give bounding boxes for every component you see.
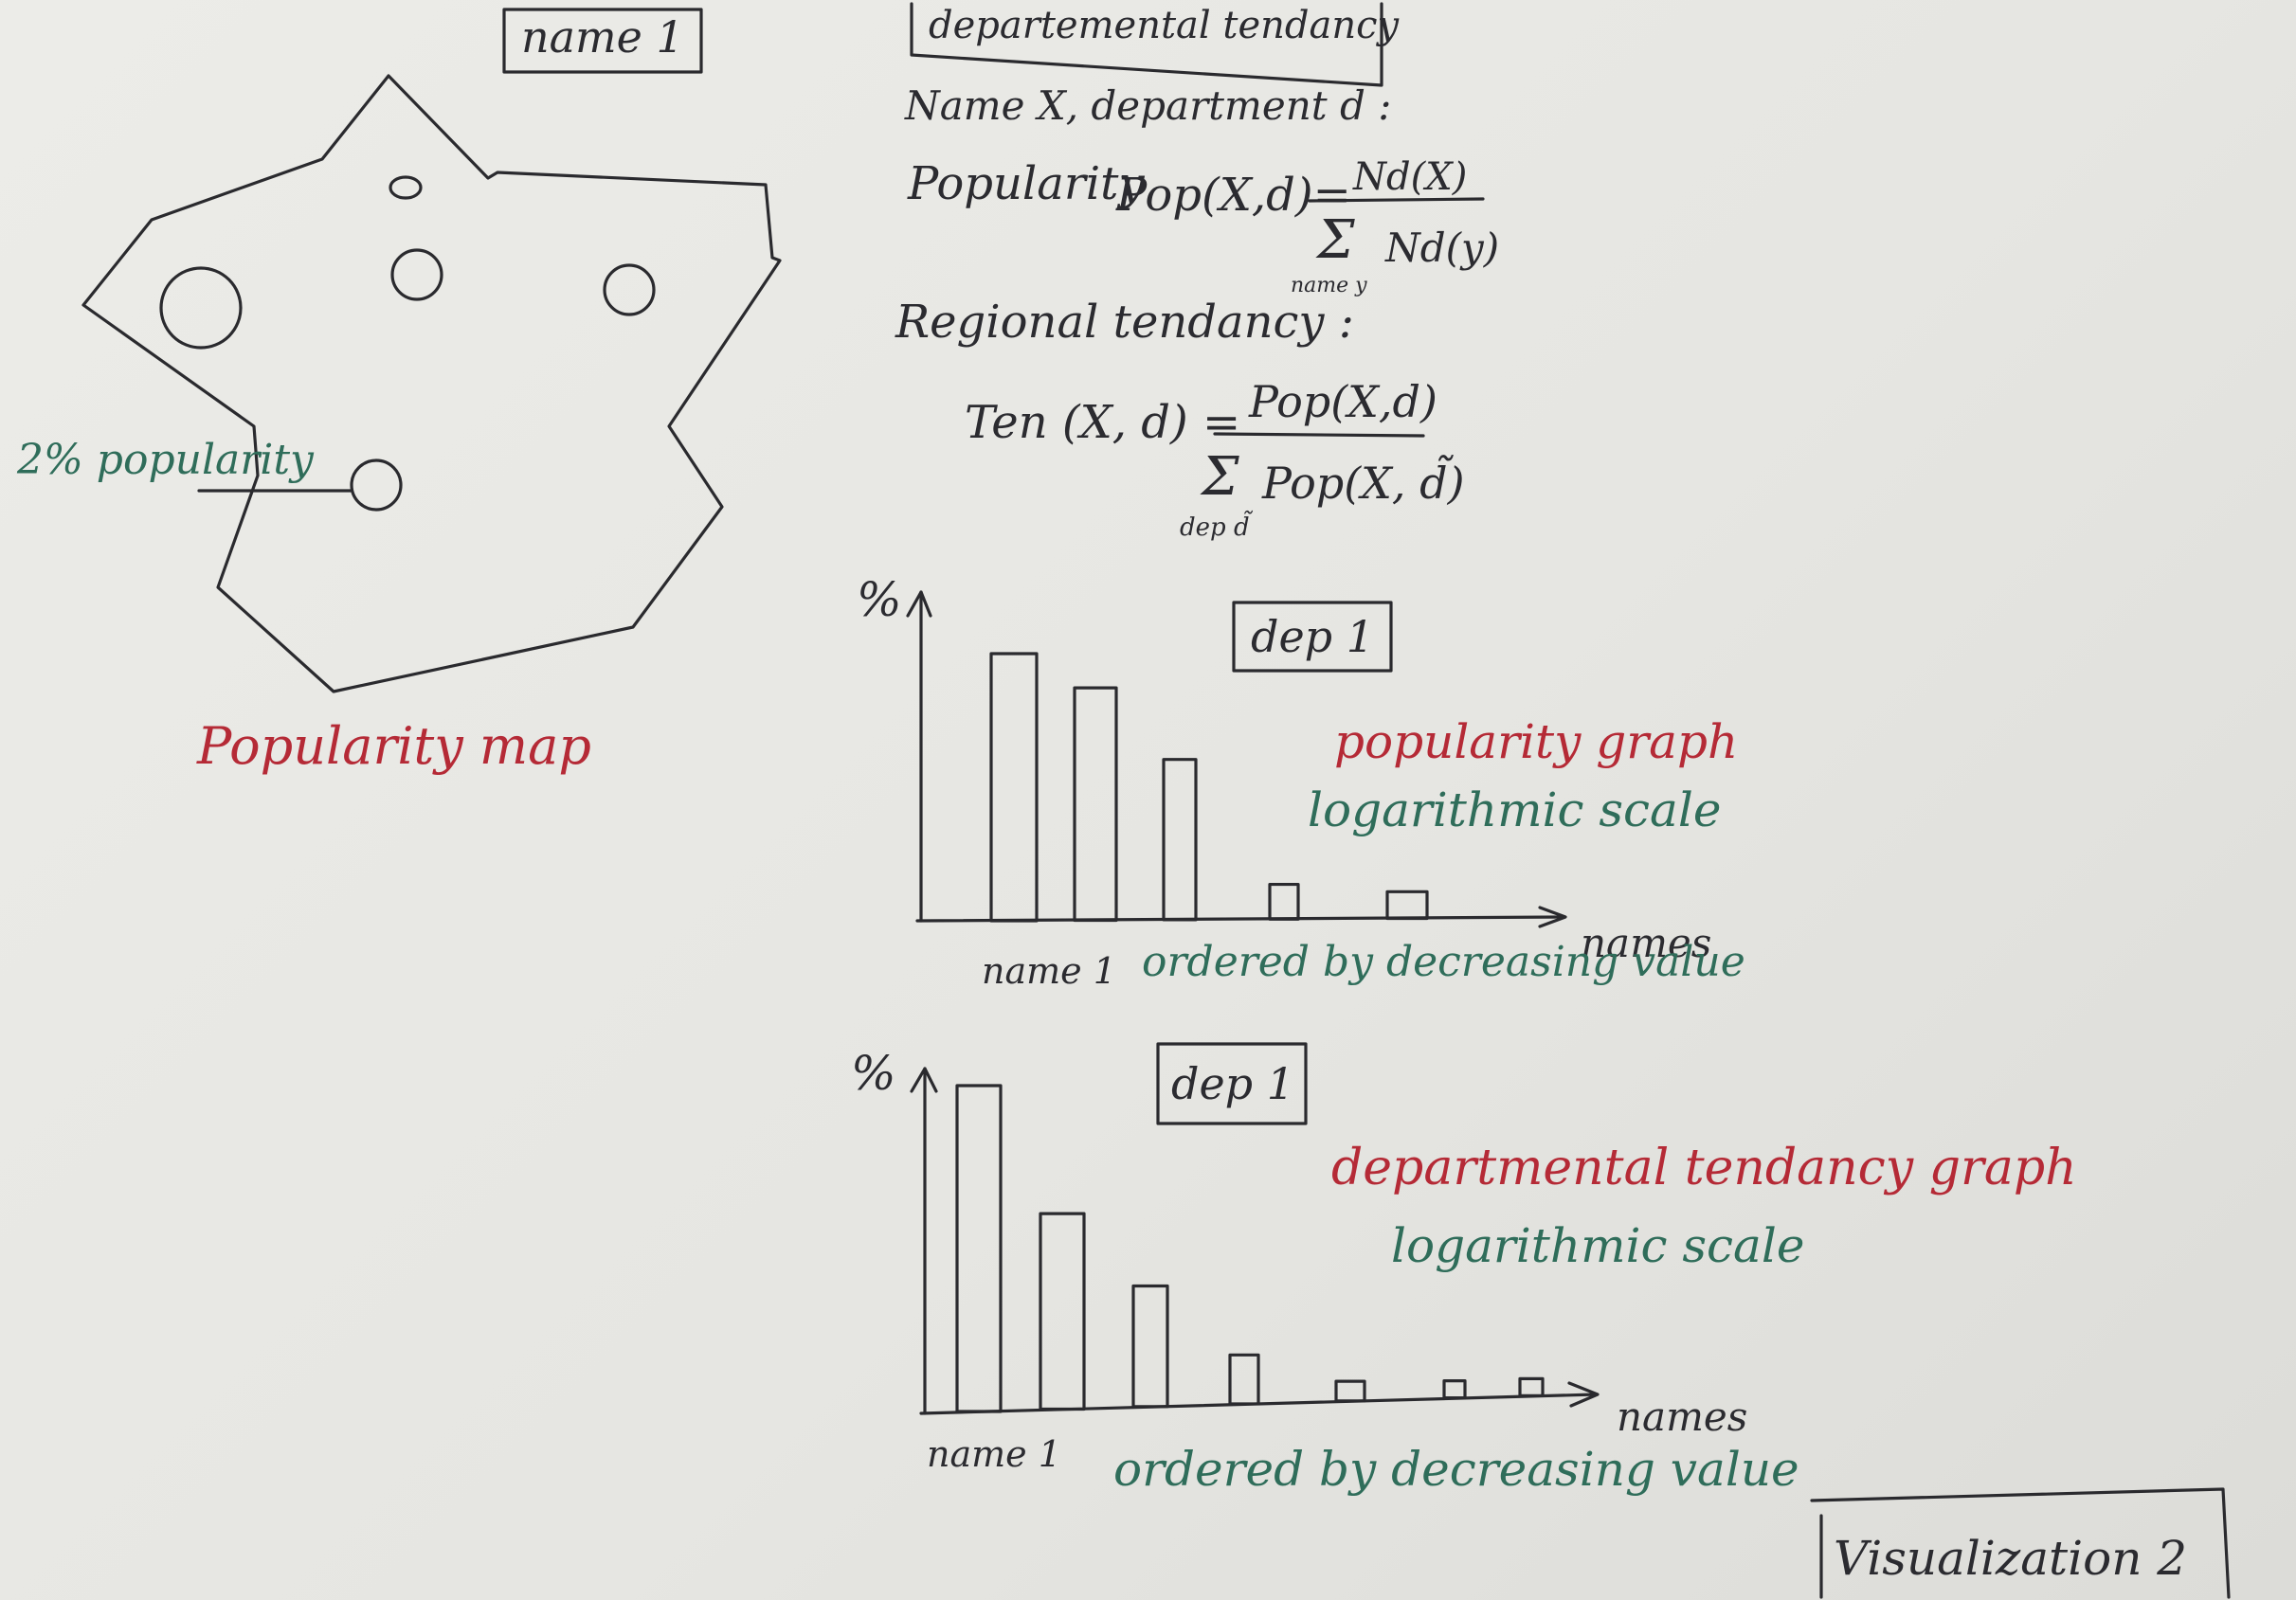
pop-denominator: Nd(y) [1384,225,1499,271]
ten-sigma: Σ [1200,446,1239,508]
map-outline [81,74,782,693]
name-box [502,8,703,74]
x-axis-arrow [1538,906,1567,928]
title-box [910,2,1383,87]
pop-sum-index: name y [1291,274,1367,297]
pop-label: 2% popularity [16,436,315,484]
pop-lhs: Pop(X,d)= [1115,169,1351,222]
dep-box [1232,601,1393,673]
order-note: ordered by decreasing value [1142,938,1745,986]
visualization-box-frame [1810,1487,2231,1599]
popularity-circle [390,248,443,301]
bar [989,652,1039,923]
bar [1073,686,1118,923]
ten-denominator: Pop(X, d̃) [1261,455,1465,509]
popularity-map: 2% popularity name 1 Popularity map [16,8,782,776]
formula-block: departemental tendancy Name X, departmen… [895,2,1499,542]
chart-caption-2: logarithmic scale [1391,1218,1804,1273]
visualization-box-label: Visualization 2 [1834,1531,2187,1586]
pop-numerator: Nd(X) [1352,155,1467,199]
popularity-circle [350,458,403,512]
bar [1518,1376,1545,1397]
x-axis-label: names [1581,920,1711,966]
popularity-label: Popularity [907,157,1145,210]
ten-sum-index: dep d̃ [1180,510,1254,542]
intro-line: Name X, department d : [904,82,1391,129]
popularity-circle [389,175,423,200]
dep-box [1156,1042,1308,1125]
y-axis-arrow [910,1067,938,1093]
popularity-circle [159,266,243,350]
map-caption: Popularity map [196,716,591,776]
title-box-label: departemental tendancy [929,4,1401,47]
order-note: ordered by decreasing value [1113,1442,1799,1497]
chart-caption-1: departmental tendancy graph [1331,1140,2077,1196]
bar [1385,890,1429,921]
popularity-graph: % names name 1 ordered by decreasing val… [857,572,1745,992]
name-box-label: name 1 [521,11,684,63]
bar [1039,1212,1086,1411]
ten-lhs: Ten (X, d) = [965,396,1240,449]
chart-caption-1: popularity graph [1334,714,1738,769]
first-category-label: name 1 [982,950,1116,992]
first-category-label: name 1 [927,1433,1061,1475]
bar [1442,1379,1467,1400]
popularity-circle [603,263,656,316]
bar [1131,1284,1169,1409]
bar [1268,882,1300,921]
ten-fraction-bar [1213,432,1425,438]
visualization-box: Visualization 2 [1810,1487,2231,1599]
y-axis-symbol: % [851,1046,896,1101]
bar [1228,1353,1260,1406]
pop-fraction-bar [1308,197,1485,203]
x-axis-label: names [1617,1393,1747,1440]
ten-numerator: Pop(X,d) [1248,376,1437,427]
regional-label: Regional tendancy : [895,296,1354,349]
y-axis-arrow [906,590,932,618]
pop-sigma: Σ [1315,209,1355,271]
y-axis-symbol: % [857,572,902,627]
bar [1162,758,1198,922]
x-axis-arrow [1567,1381,1600,1408]
chart-caption-2: logarithmic scale [1308,782,1721,837]
dep-box-label: dep 1 [1251,611,1374,662]
departmental-tendancy-graph: % names name 1 ordered by decreasing val… [851,1042,2077,1497]
bar [955,1084,1003,1413]
dep-box-label: dep 1 [1171,1058,1294,1109]
bar [1334,1379,1366,1403]
